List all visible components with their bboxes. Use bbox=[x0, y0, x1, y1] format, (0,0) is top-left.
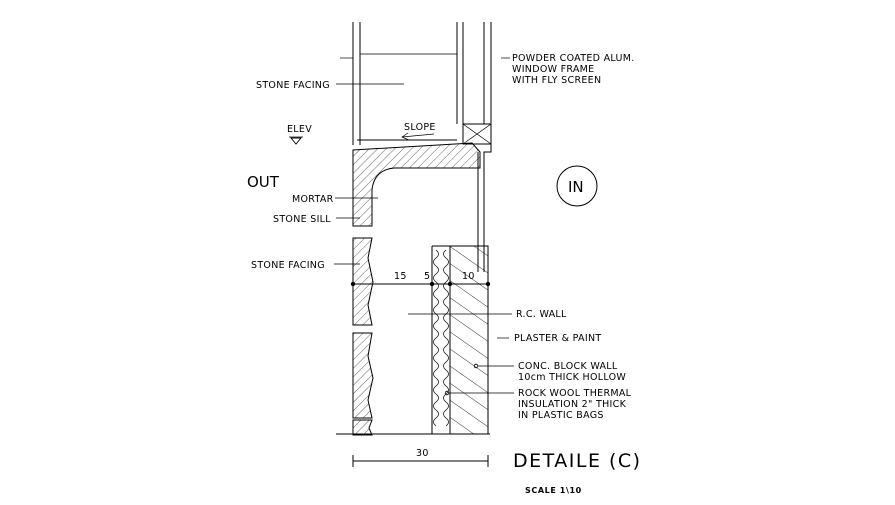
label-block-line1: CONC. BLOCK WALL bbox=[518, 361, 618, 372]
label-insul-line1: ROCK WOOL THERMAL bbox=[518, 388, 632, 399]
dim-10: 10 bbox=[462, 271, 475, 282]
dimension-row-upper bbox=[350, 281, 491, 287]
label-plaster: PLASTER & PAINT bbox=[514, 333, 601, 344]
elev-marker bbox=[289, 136, 303, 145]
label-rc-wall: R.C. WALL bbox=[516, 309, 567, 320]
label-block-line2: 10cm THICK HOLLOW bbox=[518, 372, 626, 383]
label-window-line2: WINDOW FRAME bbox=[512, 64, 595, 75]
dim-5: 5 bbox=[424, 271, 430, 282]
slope-arrow bbox=[401, 132, 435, 141]
lower-stone-facing bbox=[352, 237, 374, 436]
dim-30: 30 bbox=[416, 448, 429, 459]
rc-wall bbox=[431, 245, 450, 434]
label-window-line3: WITH FLY SCREEN bbox=[512, 75, 601, 86]
label-mortar: MORTAR bbox=[292, 194, 334, 205]
dimension-row-lower bbox=[352, 455, 489, 467]
label-out: OUT bbox=[247, 173, 280, 191]
label-stone-facing-mid: STONE FACING bbox=[251, 260, 325, 271]
label-in: IN bbox=[568, 178, 584, 196]
label-insul-line2: INSULATION 2" THICK bbox=[518, 399, 627, 410]
label-stone-facing-top: STONE FACING bbox=[256, 80, 330, 91]
window-frame bbox=[357, 22, 492, 272]
dim-15: 15 bbox=[394, 271, 407, 282]
upper-stone-facing bbox=[340, 22, 457, 145]
label-window-line1: POWDER COATED ALUM. bbox=[512, 53, 635, 64]
stone-sill bbox=[352, 142, 481, 227]
label-insul-line3: IN PLASTIC BAGS bbox=[518, 410, 604, 421]
drawing-title: DETAILE (C) bbox=[513, 450, 642, 472]
label-stone-sill: STONE SILL bbox=[273, 214, 331, 225]
label-elev: ELEV bbox=[287, 124, 312, 135]
rock-wool-insulation bbox=[433, 249, 449, 427]
concrete-block-wall bbox=[449, 245, 489, 435]
label-slope: SLOPE bbox=[404, 122, 436, 133]
in-circle bbox=[556, 165, 598, 207]
drawing-scale: SCALE 1\10 bbox=[525, 486, 582, 495]
